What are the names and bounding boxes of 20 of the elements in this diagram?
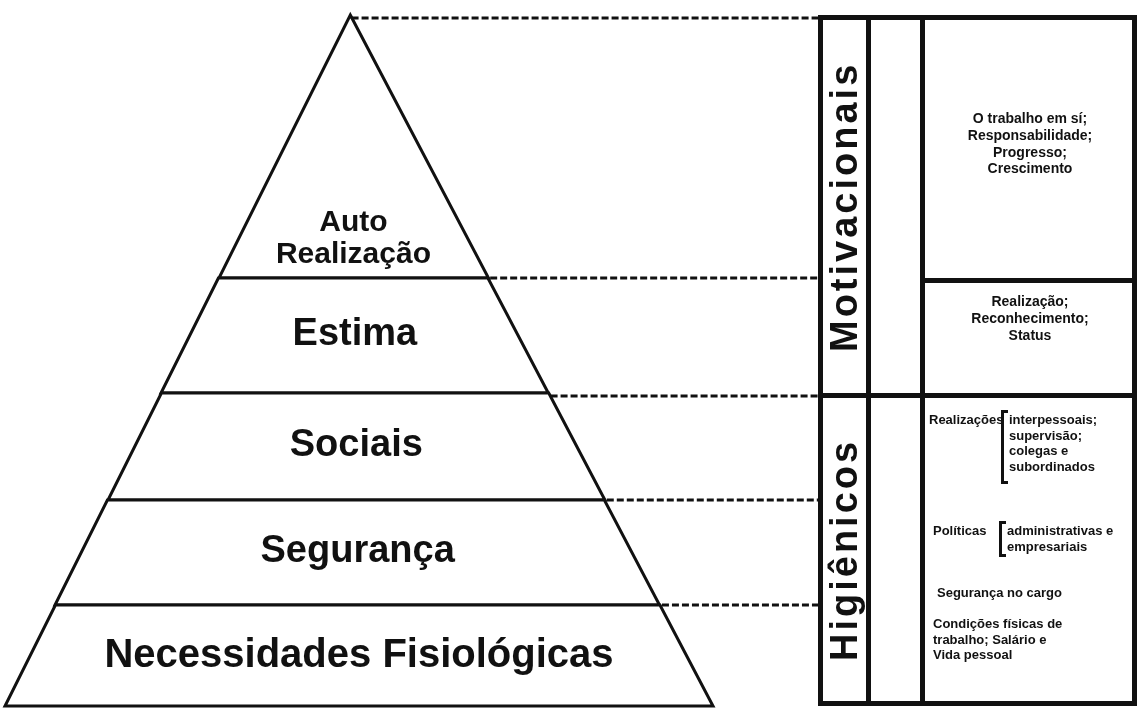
level-label: Estima [291, 312, 419, 353]
vertical-label: Motivacionais [823, 60, 866, 354]
dashed-guide-line [351, 16, 818, 20]
cell-text: Condições físicas de trabalho; Salário e Vida pessoal [933, 616, 1064, 663]
cell-text: O trabalho em sí; Responsabilidade; Progresso; Crescimento [966, 110, 1094, 178]
level-label: Auto Realização [274, 205, 432, 268]
cell-text: Realizações [929, 412, 1005, 428]
cell-text: Realização; Reconhecimento; Status [970, 293, 1090, 344]
cell-text: Políticas [933, 523, 988, 539]
cell-text: administrativas e empresariais [1007, 523, 1115, 555]
cell-text: Segurança no cargo [937, 585, 1063, 601]
cell-text: interpessoais; supervisão; colegas e subordinados [1009, 412, 1099, 475]
vertical-label: Higiênicos [823, 437, 866, 663]
dashed-guide-line [490, 276, 818, 280]
dashed-guide-line [606, 498, 818, 502]
level-label: Segurança [259, 529, 456, 570]
dashed-guide-line [661, 603, 818, 607]
level-label: Sociais [288, 423, 424, 464]
dashed-guide-line [550, 394, 818, 398]
level-label: Necessidades Fisiológicas [103, 631, 615, 674]
